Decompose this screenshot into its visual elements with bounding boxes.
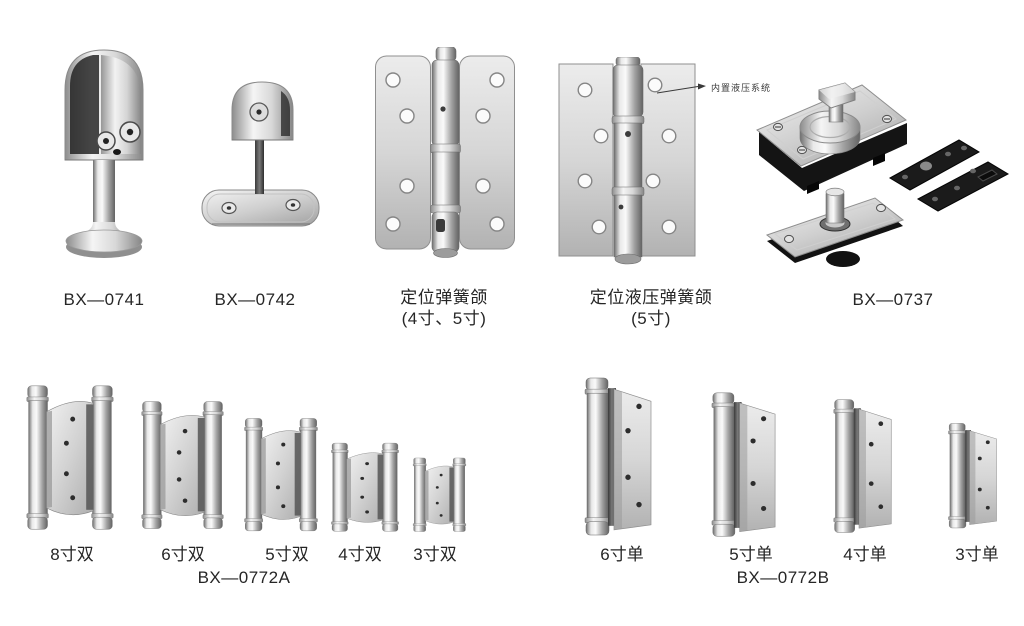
double-hinge-8in-image xyxy=(25,384,115,532)
single-hinge-5in-image xyxy=(710,391,777,539)
size-label-5in-single: 5寸单 xyxy=(729,545,773,564)
product-bx-0742-image xyxy=(198,74,323,232)
model-label-bx-0772a: BX—0772A xyxy=(197,568,291,587)
product-caption-hydraulic-hinge: 定位液压弹簧颌 (5寸) xyxy=(571,287,731,329)
product-caption-spring-hinge: 定位弹簧颌 (4寸、5寸) xyxy=(374,287,514,329)
model-label-bx-0772b: BX—0772B xyxy=(736,568,830,587)
glass-clamp-pedestal-icon xyxy=(64,49,144,258)
size-label-6in-single: 6寸单 xyxy=(600,545,644,564)
single-spring-hinge-icon xyxy=(833,399,892,533)
single-spring-hinge-icon xyxy=(948,423,997,529)
single-spring-hinge-icon xyxy=(711,392,776,537)
caption-line-1: 定位弹簧颌 xyxy=(400,288,488,307)
double-hinge-3in-image xyxy=(412,457,467,533)
caption-line-2: (4寸、5寸) xyxy=(401,309,487,328)
size-label-3in-double: 3寸双 xyxy=(413,545,457,564)
floor-pivot-set-icon xyxy=(756,82,1010,267)
spring-hinge-icon xyxy=(375,47,515,258)
product-spring-hinge-image xyxy=(374,47,516,258)
hydraulic-annotation-text: 内置液压系统 xyxy=(711,83,772,93)
hydraulic-hinge-icon xyxy=(558,57,696,265)
double-spring-hinge-icon xyxy=(141,401,224,529)
product-caption-bx-0737: BX—0737 xyxy=(852,290,934,309)
caption-line-1: 定位液压弹簧颌 xyxy=(589,288,713,307)
double-spring-hinge-icon xyxy=(331,442,399,532)
glass-clamp-plate-icon xyxy=(201,81,320,227)
single-hinge-4in-image xyxy=(832,398,893,535)
caption-line-2: (5寸) xyxy=(631,309,671,328)
double-hinge-4in-image xyxy=(330,442,400,533)
product-hydraulic-hinge-image xyxy=(558,57,696,265)
single-hinge-6in-image xyxy=(583,376,653,538)
single-hinge-3in-image xyxy=(947,422,998,530)
single-spring-hinge-icon xyxy=(584,377,652,536)
size-label-3in-single: 3寸单 xyxy=(955,545,999,564)
size-label-5in-double: 5寸双 xyxy=(265,545,309,564)
product-bx-0737-image xyxy=(745,78,1015,270)
double-hinge-5in-image xyxy=(243,417,319,533)
double-spring-hinge-icon xyxy=(244,418,318,532)
product-caption-bx-0741: BX—0741 xyxy=(63,290,145,309)
product-caption-bx-0742: BX—0742 xyxy=(214,290,296,309)
size-label-4in-double: 4寸双 xyxy=(338,545,382,564)
double-hinge-6in-image xyxy=(140,400,225,531)
product-bx-0741-image xyxy=(55,40,165,262)
size-label-6in-double: 6寸双 xyxy=(161,545,205,564)
size-label-4in-single: 4寸单 xyxy=(843,545,887,564)
double-spring-hinge-icon xyxy=(412,457,467,532)
annotation-leader-arrow xyxy=(656,83,706,94)
size-label-8in-double: 8寸双 xyxy=(50,545,94,564)
double-spring-hinge-icon xyxy=(26,385,114,530)
